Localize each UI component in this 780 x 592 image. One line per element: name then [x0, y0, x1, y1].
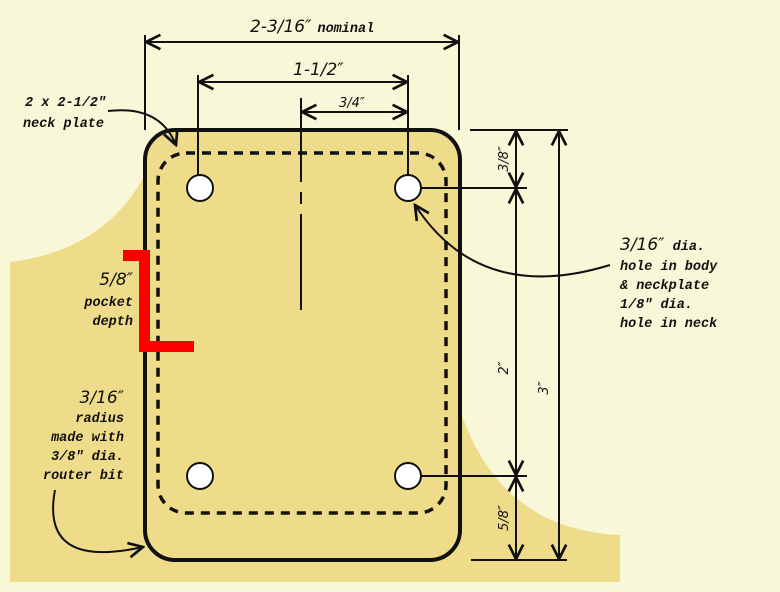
svg-text:pocket: pocket: [83, 296, 133, 311]
overall-height-label: 3″: [537, 381, 552, 394]
hole: [186, 462, 214, 490]
hole: [186, 174, 214, 202]
svg-text:& neckplate: & neckplate: [619, 279, 709, 294]
svg-text:3/8″ dia.: 3/8″ dia.: [51, 450, 124, 465]
svg-text:3/16″ dia.: 3/16″ dia.: [620, 235, 705, 255]
pocket-depth-marker: [123, 250, 194, 352]
hole: [394, 174, 422, 202]
hole-note: 3/16″ dia. hole in body & neckplate 1/8″…: [619, 235, 718, 332]
svg-text:hole in neck: hole in neck: [620, 317, 718, 332]
svg-text:1/8″ dia.: 1/8″ dia.: [620, 298, 693, 313]
hole-leader: [415, 205, 611, 278]
hole: [394, 462, 422, 490]
svg-text:made with: made with: [50, 431, 124, 446]
svg-text:depth: depth: [92, 315, 133, 330]
top-to-hole-label: 3/8″: [497, 146, 512, 172]
hole-spacing-vertical-label: 2″: [497, 361, 512, 374]
svg-text:hole in body: hole in body: [620, 260, 718, 275]
mounting-holes: [186, 174, 422, 490]
neck-plate-note: 2 x 2-1/2″: [25, 96, 106, 111]
svg-text:router bit: router bit: [43, 469, 124, 484]
svg-text:3/16″: 3/16″: [79, 388, 124, 408]
half-spacing-label: 3/4″: [339, 96, 365, 111]
radius-leader: [52, 489, 143, 552]
hole-to-bottom-label: 5/8″: [497, 505, 512, 531]
pocket-note: 5/8″ pocket depth: [83, 270, 133, 330]
svg-text:5/8″: 5/8″: [99, 270, 133, 290]
overall-width-label: 2-3/16″nominal: [250, 17, 374, 37]
leader-arrows: [52, 109, 611, 552]
neck-plate-leader: [107, 109, 176, 145]
svg-text:radius: radius: [75, 412, 124, 427]
dimension-lines: [146, 42, 559, 559]
neck-plate-note: neck plate: [23, 117, 104, 132]
radius-note: 3/16″ radius made with 3/8″ dia. router …: [43, 388, 125, 484]
hole-spacing-label: 1-1/2″: [293, 60, 344, 80]
